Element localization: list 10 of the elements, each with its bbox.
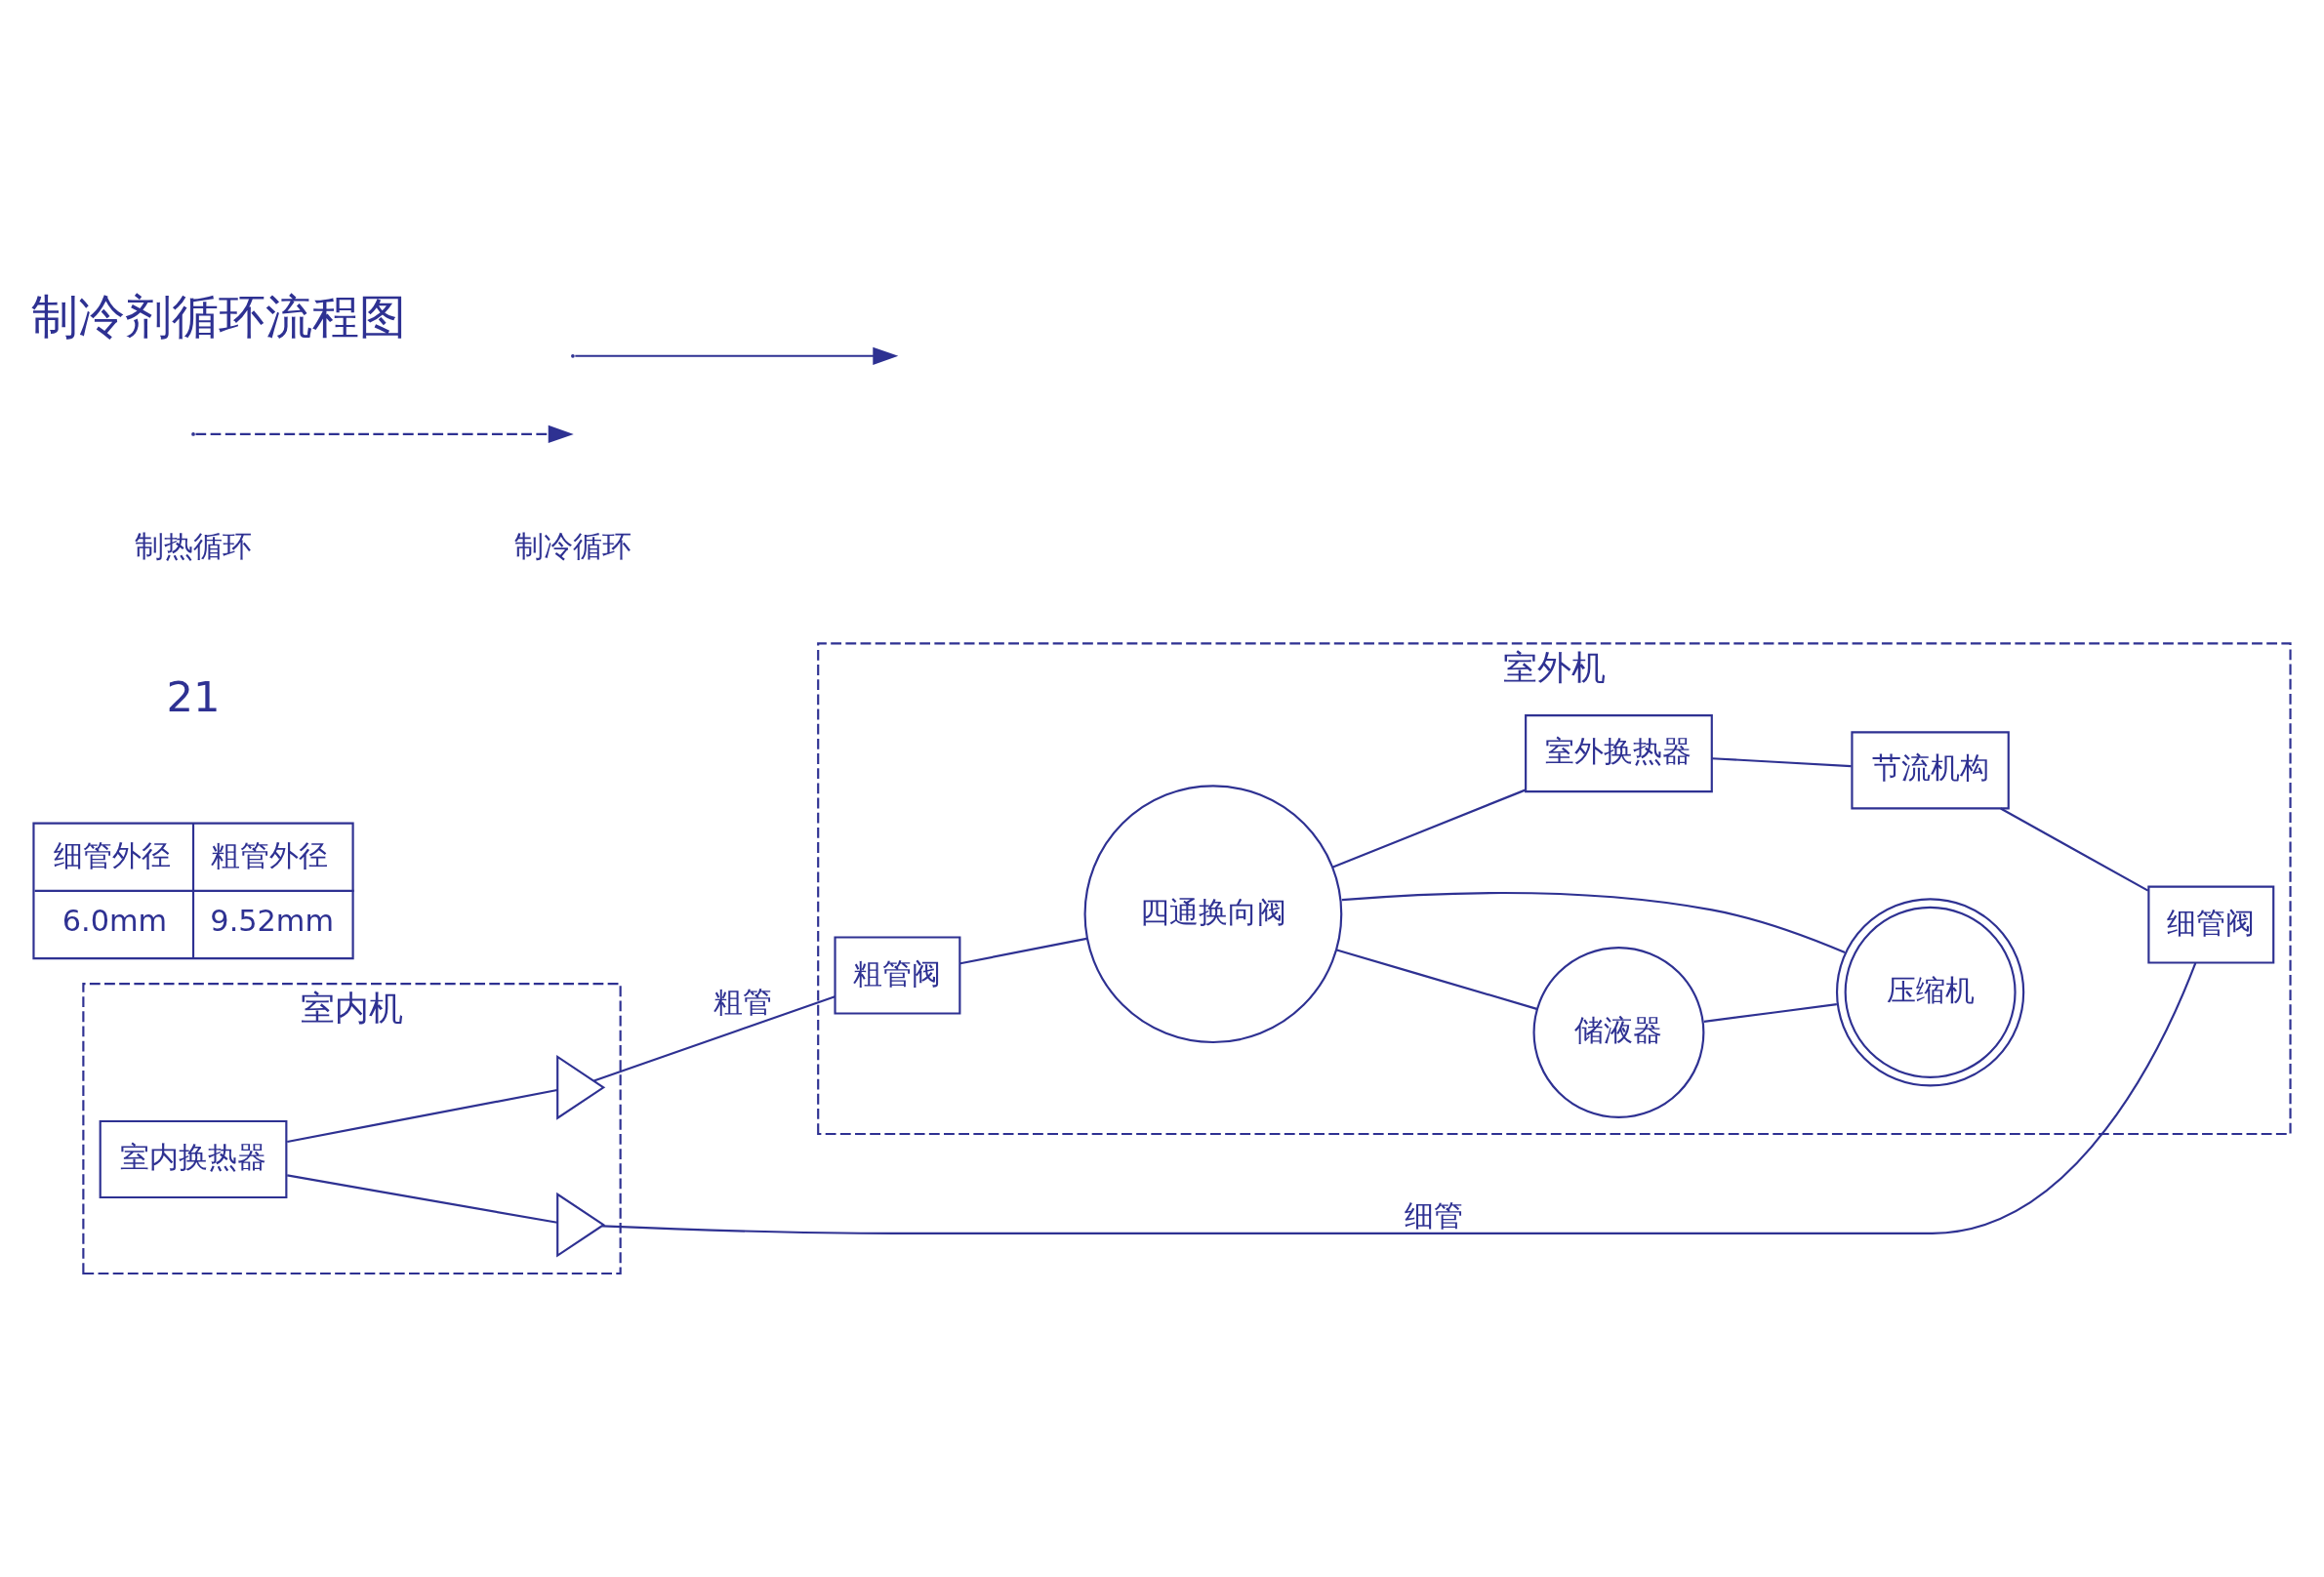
diagram-title: 制冷剂循环流程图	[31, 289, 407, 344]
edge-label: 细管	[1404, 1197, 1463, 1233]
label: 6.0mm	[61, 903, 168, 938]
label: 9.52mm	[210, 903, 334, 938]
label: 细管外径	[54, 837, 172, 872]
label: 粗管外径	[211, 837, 329, 872]
edge-label: 粗管	[714, 984, 773, 1019]
legend-label: 制热循环	[135, 528, 253, 563]
legend-label: 制冷循环	[513, 528, 632, 563]
label: 21	[166, 671, 221, 721]
